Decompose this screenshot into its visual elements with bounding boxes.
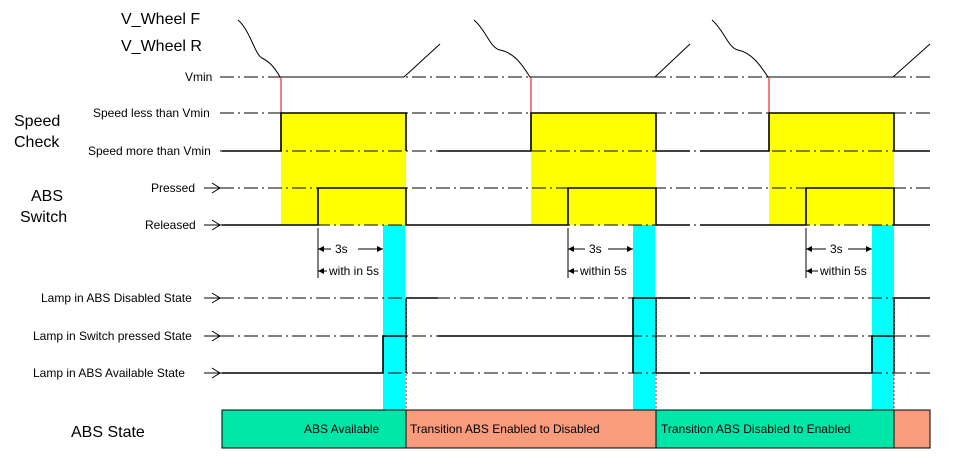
speed-window-2: [531, 113, 656, 225]
lamp-available-label: Lamp in ABS Available State: [33, 366, 185, 380]
abs-switch-signal: [222, 187, 930, 226]
lamp-disabled-arrow-icon: [204, 292, 221, 304]
timing-annotation-2: [567, 228, 633, 278]
wheel-rear-label: V_Wheel R: [121, 38, 202, 55]
abs-state-segment-3: [655, 409, 895, 449]
lamp-window-2: [633, 225, 655, 410]
abs-switch-heading-2: Switch: [20, 209, 67, 226]
lamp-available-arrow-icon: [204, 367, 221, 379]
timing-annotation-3: [805, 228, 872, 278]
abs-switch-heading-1: ABS: [31, 188, 63, 205]
speed-more-label: Speed more than Vmin: [88, 144, 211, 158]
three-s-label-1: 3s: [335, 242, 348, 256]
speed-check-signal: [222, 112, 930, 152]
abs-state-label-2: Transition ABS Enabled to Disabled: [410, 422, 600, 436]
within-label-3: within 5s: [819, 264, 867, 278]
within-label-1: with in 5s: [328, 264, 379, 278]
released-arrow-icon: [204, 219, 221, 231]
wheel-speed-curve-3: [711, 19, 931, 78]
abs-state-segment-2: [405, 409, 657, 449]
pressed-arrow-icon: [204, 182, 221, 194]
pressed-label: Pressed: [151, 181, 195, 195]
lamp-disabled-label: Lamp in ABS Disabled State: [41, 291, 192, 305]
vmin-label: Vmin: [185, 70, 212, 84]
lamp-window-1: [383, 225, 405, 410]
three-s-label-3: 3s: [830, 242, 843, 256]
within-label-2: within 5s: [579, 264, 627, 278]
speed-check-heading-2: Check: [14, 134, 60, 151]
timing-annotation-1: [317, 228, 383, 278]
abs-state-heading: ABS State: [71, 424, 145, 441]
abs-state-label-1: ABS Available: [304, 422, 379, 436]
speed-less-label: Speed less than Vmin: [93, 106, 210, 120]
abs-state-segment-4: [893, 409, 931, 449]
lamp-pressed-signal: [382, 297, 894, 373]
speed-check-heading-1: Speed: [14, 113, 60, 130]
lamp-pressed-arrow-icon: [204, 330, 221, 342]
abs-state-label-3: Transition ABS Disabled to Enabled: [661, 422, 851, 436]
wheel-speed-curve-2: [473, 19, 691, 78]
abs-state-segment-1: [221, 409, 407, 449]
lamp-window-3: [872, 225, 894, 410]
wheel-speed-curve-1: [237, 19, 441, 78]
speed-window-1: [281, 113, 406, 225]
released-label: Released: [145, 218, 196, 232]
wheel-front-label: V_Wheel F: [121, 11, 200, 28]
speed-window-3: [769, 113, 894, 225]
lamp-pressed-label: Lamp in Switch pressed State: [33, 329, 192, 343]
three-s-label-2: 3s: [589, 242, 602, 256]
